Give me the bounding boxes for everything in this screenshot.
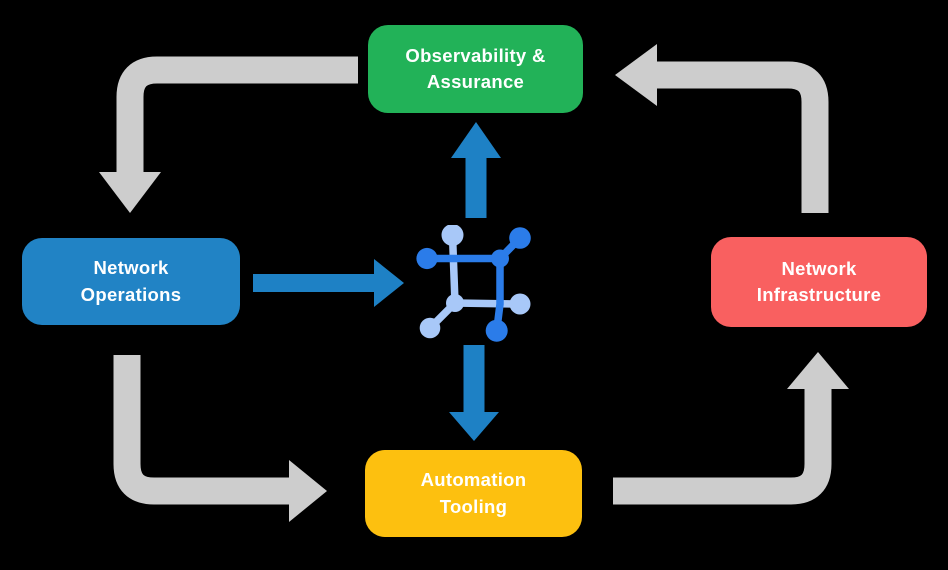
node-label-line: Assurance — [426, 71, 525, 92]
flow-arrow-center-to-top-head — [451, 122, 501, 158]
node-label-line: Automation — [420, 469, 527, 491]
node-observability-assurance: Observability & Assurance — [368, 25, 583, 113]
cycle-arrow-left-to-bottom-shaft — [113, 355, 291, 505]
node-label-line: Observability & — [405, 44, 546, 66]
network-icon-light-nodes — [419, 225, 531, 339]
flow-arrow-center-to-bottom-head — [449, 412, 499, 441]
node-label-line: Network — [781, 257, 857, 279]
network-icon-dark-nodes — [416, 227, 531, 342]
node-automation-tooling: Automation Tooling — [365, 450, 582, 537]
cycle-arrow-right-to-top-shaft — [656, 61, 829, 213]
node-label-line: Operations — [80, 283, 182, 305]
node-network-infrastructure: Network Infrastructure — [711, 237, 927, 327]
flow-arrow-left-to-center-head — [374, 259, 404, 307]
cycle-arrow-top-to-left-head — [99, 172, 161, 213]
cycle-arrow-right-to-top-head — [615, 44, 657, 106]
cycle-arrow-left-to-bottom-head — [289, 460, 327, 522]
node-label-line: Tooling — [439, 495, 508, 517]
node-network-operations: Network Operations — [22, 238, 240, 325]
cycle-arrow-top-to-left-shaft — [116, 56, 358, 174]
center-flow-arrows — [253, 122, 501, 441]
cycle-arrows — [99, 44, 849, 522]
cycle-arrow-bottom-to-right-shaft — [613, 387, 832, 505]
node-label-line: Infrastructure — [756, 284, 882, 305]
cycle-arrow-bottom-to-right-head — [787, 352, 849, 389]
network-fabric-icon — [416, 225, 531, 342]
node-label-line: Network — [93, 257, 169, 279]
